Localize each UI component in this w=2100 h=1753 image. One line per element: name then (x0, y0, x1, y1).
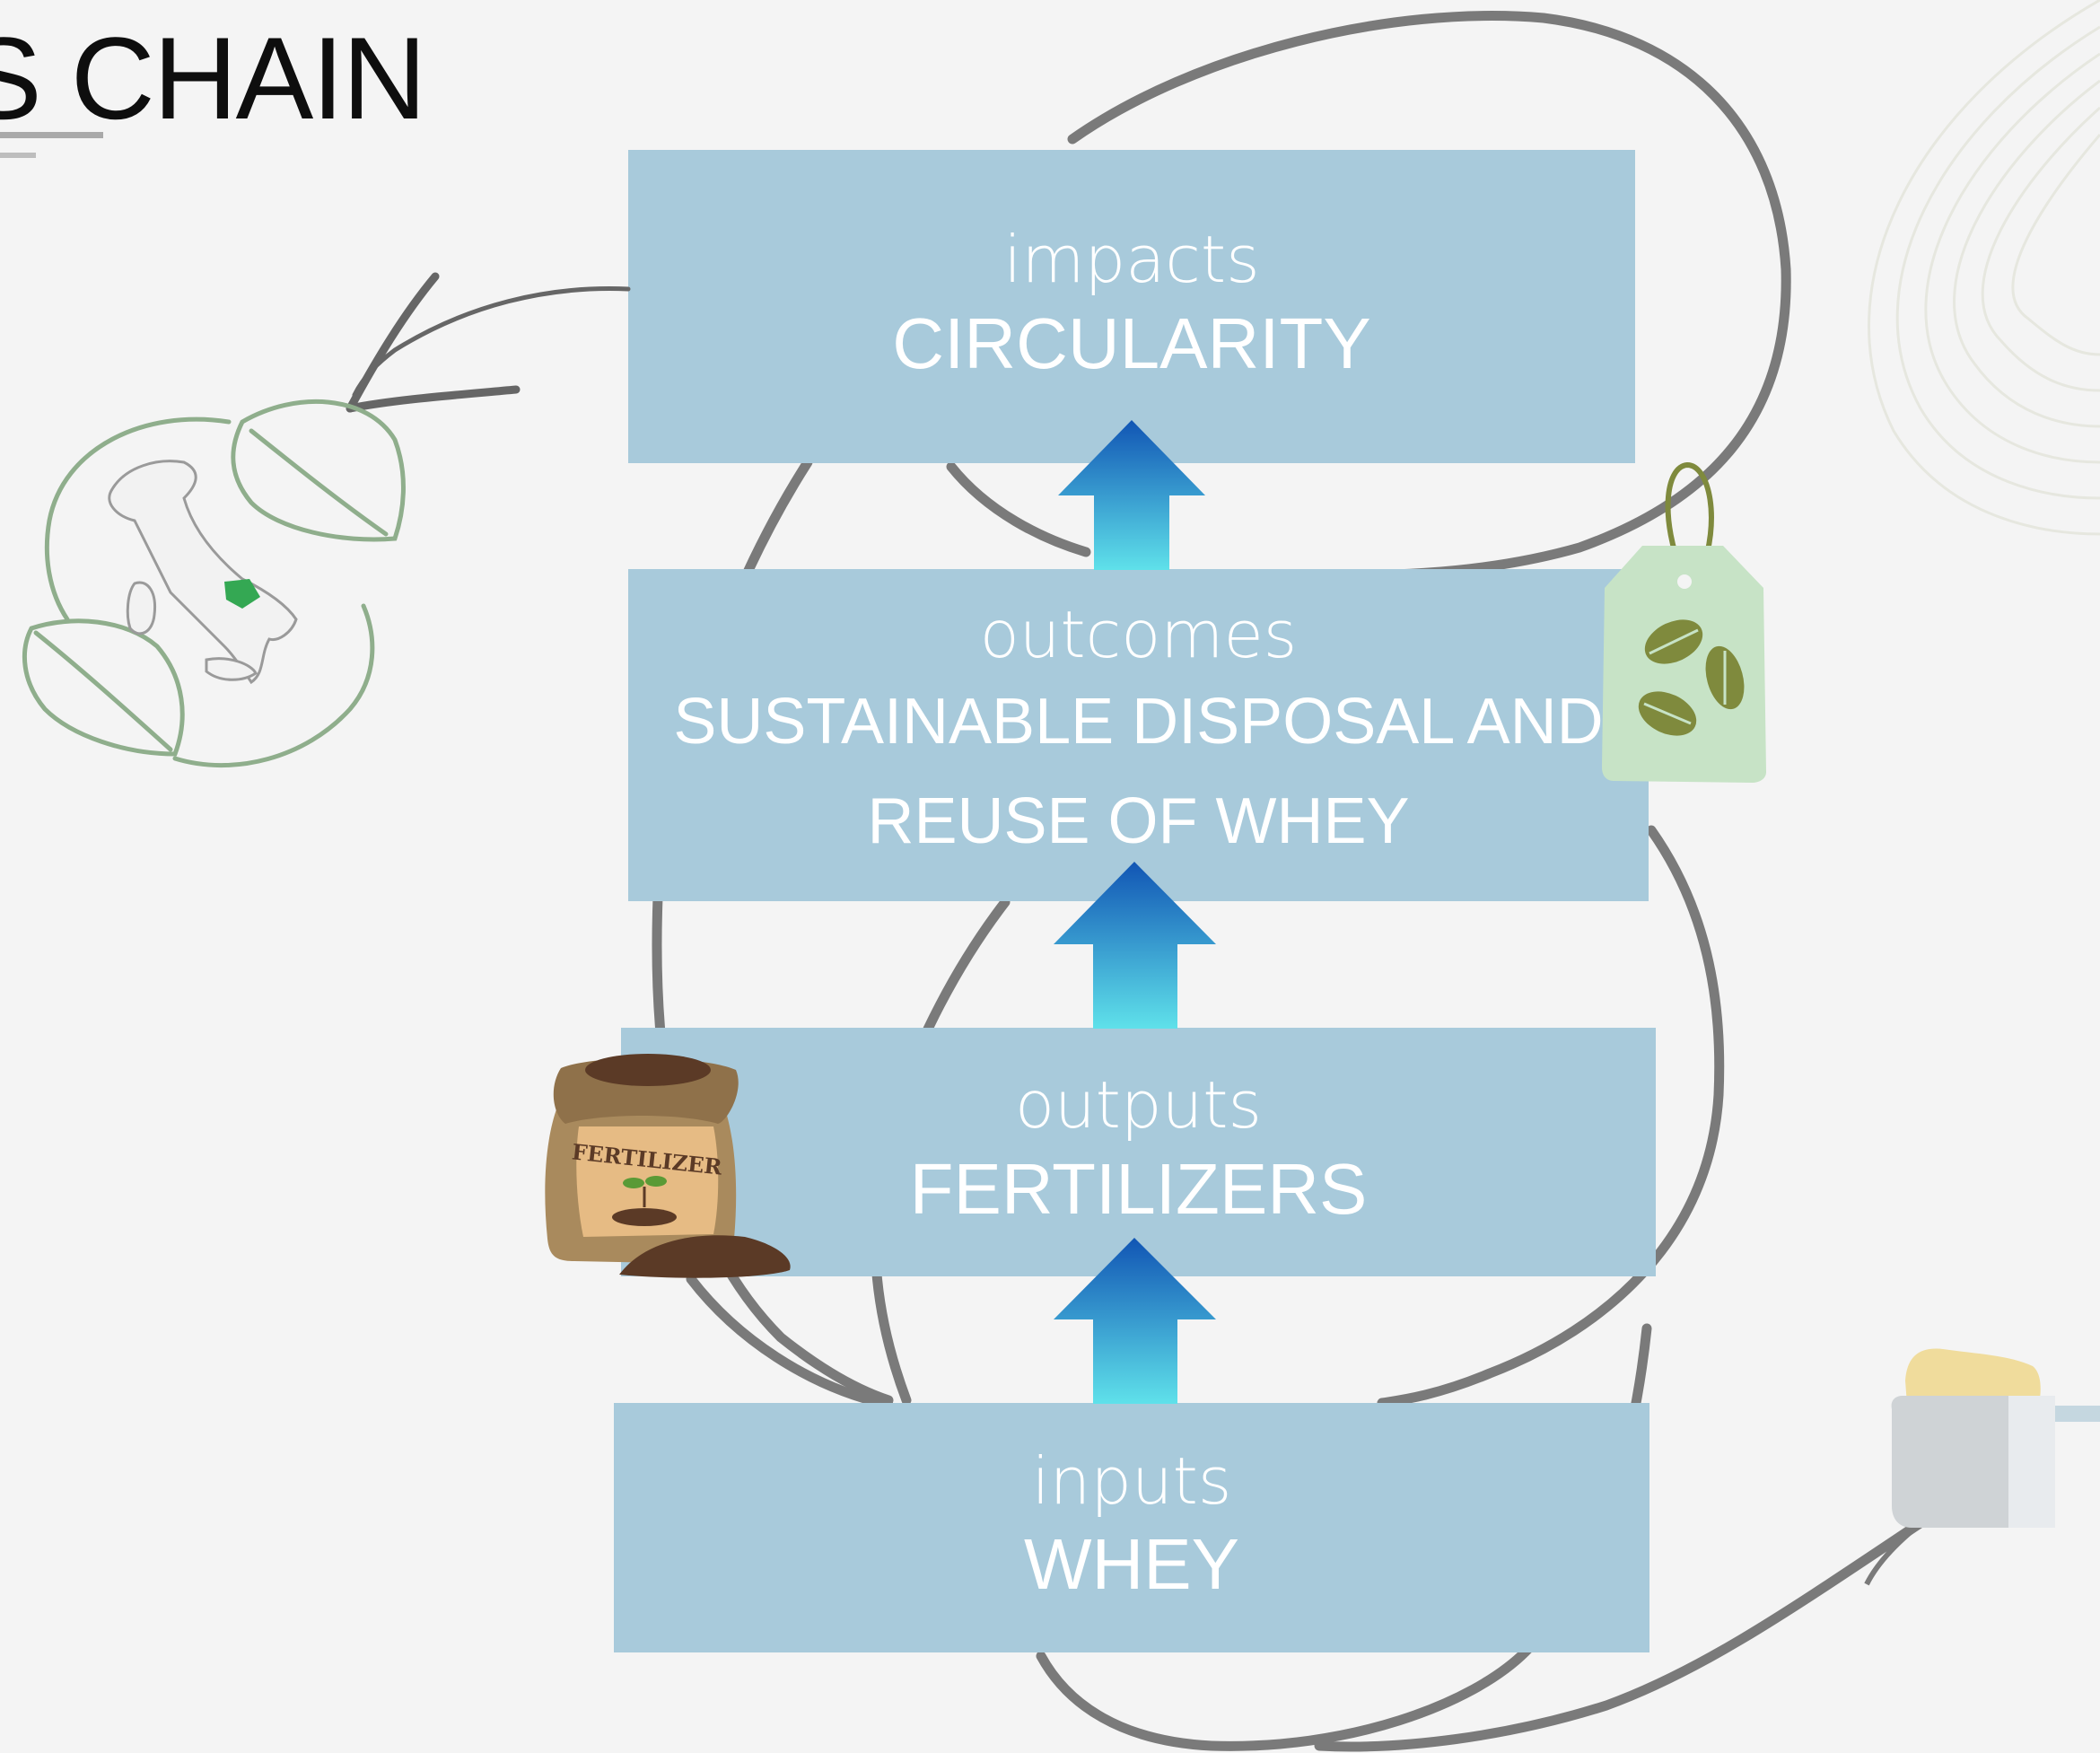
recycle-tag-icon (1602, 461, 1766, 783)
outputs-box: outputs FERTILIZERS (621, 1028, 1656, 1276)
impacts-box: impacts CIRCULARITY (628, 150, 1635, 463)
outputs-label: outputs (1015, 1067, 1262, 1144)
outcomes-box: outcomes SUSTAINABLE DISPOSAL AND REUSE … (628, 569, 1649, 901)
brush-loops-decoration (652, 11, 1935, 1752)
brush-arrow-icon (346, 272, 631, 413)
outcomes-value-line2: REUSE OF WHEY (867, 785, 1410, 858)
outputs-value: FERTILIZERS (909, 1148, 1368, 1229)
leaf-italy-map-icon (22, 399, 406, 768)
fertilizer-bag-icon: FERTILIZER (545, 1054, 791, 1278)
up-arrow-icon (1058, 420, 1205, 570)
inputs-box: inputs WHEY (614, 1403, 1649, 1652)
page-title: S CHAIN (0, 13, 426, 144)
outcomes-value-line1: SUSTAINABLE DISPOSAL AND (673, 685, 1604, 758)
outcomes-label: outcomes (979, 597, 1298, 672)
up-arrow-icon (1054, 862, 1216, 1029)
up-arrow-icon (1054, 1238, 1216, 1404)
impacts-value: CIRCULARITY (892, 302, 1371, 383)
impacts-label: impacts (1003, 222, 1260, 298)
whey-jug-icon (1864, 1348, 2100, 1586)
title-underline (0, 132, 103, 138)
inputs-value: WHEY (1024, 1524, 1239, 1605)
contour-lines-decoration (1868, 0, 2100, 536)
title-underline-short (0, 153, 36, 158)
inputs-label: inputs (1031, 1442, 1232, 1519)
